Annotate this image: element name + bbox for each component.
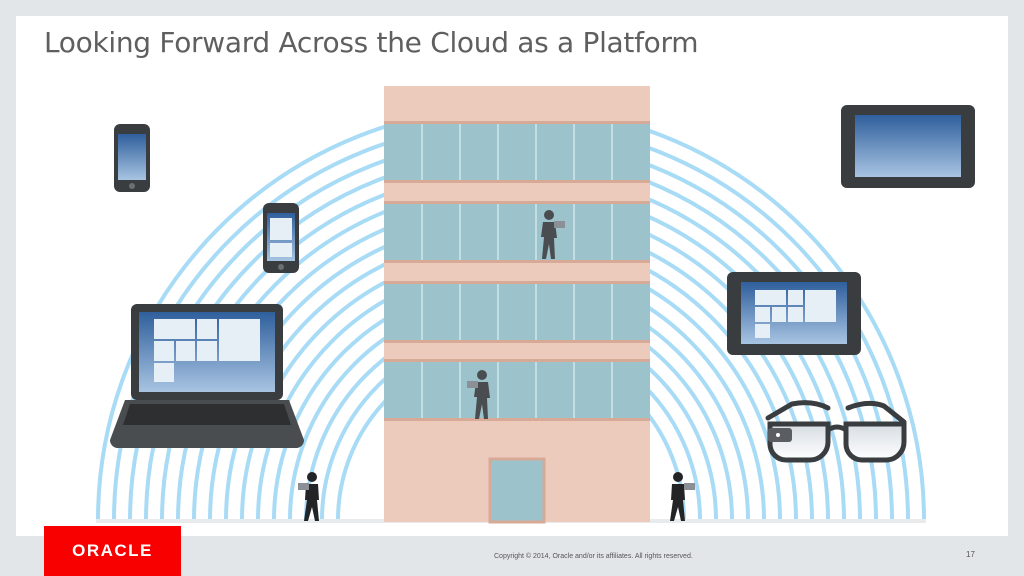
laptop xyxy=(109,304,305,448)
building-door xyxy=(488,457,546,524)
person-with-tablet xyxy=(670,472,695,521)
slide-title: Looking Forward Across the Cloud as a Pl… xyxy=(44,26,699,59)
person-with-tablet xyxy=(298,472,319,521)
office-building xyxy=(384,86,650,524)
smart-glasses xyxy=(765,400,907,463)
person-with-tablet xyxy=(541,210,565,259)
page-number: 17 xyxy=(966,550,975,559)
smartphone xyxy=(263,203,299,273)
tablet xyxy=(727,272,861,355)
smartphone xyxy=(114,124,150,192)
person-with-tablet xyxy=(467,370,490,419)
tablet xyxy=(841,105,975,188)
copyright-text: Copyright © 2014, Oracle and/or its affi… xyxy=(494,553,693,560)
oracle-logo: ORACLE xyxy=(44,526,181,576)
